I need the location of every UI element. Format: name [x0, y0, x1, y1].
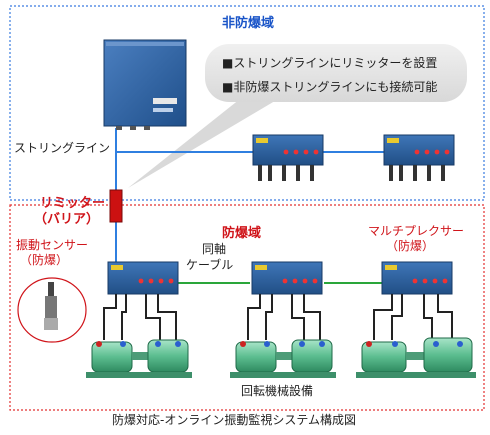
- safe-zone-border: [9, 5, 485, 201]
- string-line-label: ストリングライン: [14, 141, 111, 155]
- machine-label: 回転機械設備: [241, 384, 314, 398]
- machine-3: [356, 337, 476, 378]
- callout-bubble: [128, 44, 467, 188]
- sensor-sublabel: （防爆）: [20, 253, 69, 267]
- controller-box: [103, 39, 187, 130]
- mux-sublabel: （防爆）: [386, 239, 435, 253]
- mux-hazard-3: [381, 261, 453, 295]
- mux-hazard-2: [251, 261, 323, 295]
- machine-1: [86, 339, 192, 378]
- vibration-sensor: [17, 277, 87, 343]
- figure-caption: 防爆対応-オンライン振動監視システム構成図: [112, 413, 356, 427]
- mux-safe-2: [383, 134, 455, 181]
- limiter-barrier: [109, 189, 123, 223]
- mux-hazard-1: [107, 261, 179, 295]
- sensor-cables: [103, 294, 453, 340]
- callout-line-1: ■ストリングラインにリミッターを設置: [222, 56, 438, 70]
- hazard-zone-label: 防爆域: [222, 226, 262, 241]
- safe-zone-label: 非防爆域: [222, 16, 275, 31]
- limiter-label: リミッター: [40, 196, 106, 211]
- hazard-zone-border: [9, 204, 485, 411]
- string-line: [115, 128, 384, 262]
- coax-label: 同軸: [202, 242, 227, 256]
- coax-sublabel: ケーブル: [186, 258, 234, 272]
- callout-line-2: ■非防爆ストリングラインにも接続可能: [222, 80, 438, 94]
- mux-safe-1: [252, 134, 324, 181]
- limiter-sublabel: （バリア）: [34, 212, 100, 227]
- sensor-label: 振動センサー: [16, 238, 89, 252]
- mux-label: マルチプレクサー: [368, 224, 465, 238]
- machine-2: [230, 339, 336, 378]
